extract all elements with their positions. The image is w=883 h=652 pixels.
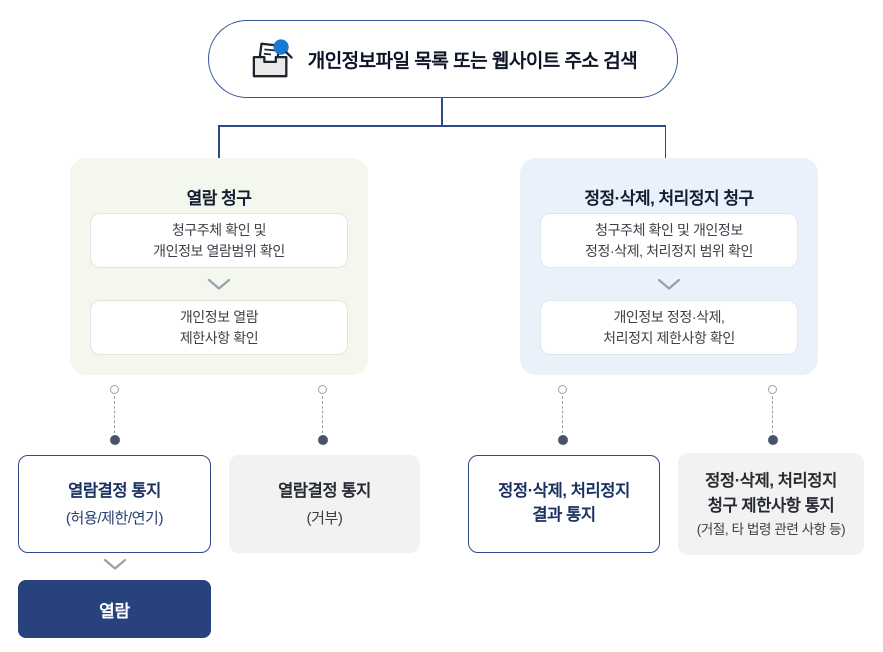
panel-title: 정정·삭제, 처리정지 청구: [584, 189, 754, 208]
panel-view-request: 열람 청구 청구주체 확인 및 개인정보 열람범위 확인 개인정보 열람 제한사…: [70, 158, 368, 375]
result-title-line: 정정·삭제, 처리정지: [705, 472, 837, 491]
dashed-connector: [557, 385, 569, 447]
dashed-connector: [767, 385, 779, 447]
connector-horizontal: [218, 125, 666, 127]
result-title: 열람결정 통지: [278, 481, 371, 500]
step-line: 청구주체 확인 및: [171, 222, 267, 239]
step-line: 정정·삭제, 처리정지 범위 확인: [585, 242, 753, 259]
step-box: 개인정보 열람 제한사항 확인: [90, 300, 348, 355]
connector-vertical-right: [664, 125, 667, 158]
file-search-icon: [249, 38, 295, 80]
connector-dashed-line: [322, 396, 323, 433]
result-title: 정정·삭제, 처리정지 청구 제한사항 통지: [705, 469, 837, 519]
result-title-line: 청구 제한사항 통지: [707, 497, 835, 516]
root-node-label: 개인정보파일 목록 또는 웹사이트 주소 검색: [307, 50, 638, 72]
connector-dot: [317, 435, 328, 445]
chevron-down-icon: [18, 558, 211, 571]
step-line: 제한사항 확인: [179, 329, 259, 346]
result-sub: (거절, 타 법령 관련 사항 등): [696, 521, 846, 537]
panel-correction-request: 정정·삭제, 처리정지 청구 청구주체 확인 및 개인정보 정정·삭제, 처리정…: [520, 158, 818, 375]
final-node-view: 열람: [18, 580, 211, 638]
chevron-down-icon: [520, 278, 818, 291]
result-box-correction-restriction: 정정·삭제, 처리정지 청구 제한사항 통지 (거절, 타 법령 관련 사항 등…: [678, 453, 864, 555]
connector-dot: [767, 435, 778, 445]
connector-ring: [318, 385, 327, 394]
step-line: 청구주체 확인 및 개인정보: [595, 222, 743, 239]
result-sub: (거부): [306, 509, 343, 527]
step-line: 개인정보 열람범위 확인: [153, 242, 285, 259]
connector-ring: [110, 385, 119, 394]
result-box-view-decision: 열람결정 통지 (허용/제한/연기): [18, 455, 211, 553]
connector-dot: [109, 435, 120, 445]
step-line: 개인정보 열람: [179, 309, 259, 326]
result-title: 정정·삭제, 처리정지 결과 통지: [498, 480, 630, 528]
connector-dot: [557, 435, 568, 445]
result-box-view-denied: 열람결정 통지 (거부): [229, 455, 420, 553]
connector-dashed-line: [114, 396, 115, 433]
step-line: 처리정지 제한사항 확인: [603, 329, 735, 346]
result-sub: (허용/제한/연기): [65, 509, 164, 527]
dashed-connector: [109, 385, 121, 447]
step-box: 청구주체 확인 및 개인정보 열람범위 확인: [90, 213, 348, 268]
step-line: 개인정보 정정·삭제,: [613, 309, 725, 326]
connector-ring: [768, 385, 777, 394]
result-title-line: 정정·삭제, 처리정지: [498, 482, 630, 501]
connector-vertical-left: [218, 125, 220, 158]
final-node-label: 열람: [99, 601, 130, 621]
connector-ring: [558, 385, 567, 394]
step-box: 개인정보 정정·삭제, 처리정지 제한사항 확인: [540, 300, 798, 355]
result-box-correction-result: 정정·삭제, 처리정지 결과 통지: [468, 455, 660, 553]
root-node-search: 개인정보파일 목록 또는 웹사이트 주소 검색: [208, 20, 678, 98]
chevron-down-icon: [70, 278, 368, 291]
connector-dashed-line: [562, 396, 563, 433]
result-title: 열람결정 통지: [68, 481, 161, 500]
step-box: 청구주체 확인 및 개인정보 정정·삭제, 처리정지 범위 확인: [540, 213, 798, 268]
connector-vertical-root: [441, 98, 443, 126]
dashed-connector: [317, 385, 329, 447]
result-title-line: 결과 통지: [532, 506, 596, 524]
panel-title: 열람 청구: [186, 189, 252, 208]
connector-dashed-line: [772, 396, 773, 433]
